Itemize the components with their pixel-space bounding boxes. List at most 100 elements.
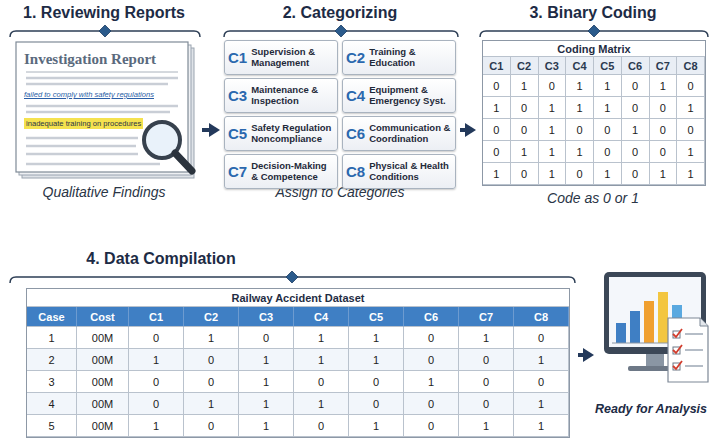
diamond-marker <box>588 25 600 37</box>
table-cell: 1 <box>294 393 349 415</box>
category-label: Safety Regulation Noncompliance <box>251 123 334 144</box>
table-cell: 1 <box>129 415 184 437</box>
checklist-paper <box>668 318 708 382</box>
table-cell: 1 <box>539 141 567 163</box>
table-cell: 0 <box>566 163 594 185</box>
table-cell: 0 <box>459 371 514 393</box>
table-cell: 0 <box>129 371 184 393</box>
display-caption: Ready for Analysis <box>588 402 714 416</box>
table-cell: 1 <box>539 97 567 119</box>
table-cell: 0 <box>129 327 184 349</box>
table-cell: C1 <box>483 57 511 75</box>
check-mark <box>673 361 682 369</box>
data-table: Coding MatrixC1C2C3C4C5C6C7C801011010101… <box>482 40 706 186</box>
chart-bar <box>616 323 626 343</box>
table-cell: 1 <box>566 75 594 97</box>
category-box: C7Decision-Making & Competence <box>224 154 338 189</box>
table-cell: 1 <box>239 393 294 415</box>
checklist-lines <box>685 334 703 366</box>
table-cell: 1 <box>294 349 349 371</box>
table-cell: 0 <box>514 371 569 393</box>
table-cell: 0 <box>650 97 678 119</box>
arrow-shaft <box>202 128 210 132</box>
table-cell: 0 <box>294 371 349 393</box>
table-cell: 0 <box>566 119 594 141</box>
process-panel: 2. CategorizingAssign to CategoriesC1Sup… <box>220 2 460 210</box>
table-cell: Case <box>27 307 77 327</box>
flow-arrow <box>202 123 220 137</box>
category-label: Supervision & Management <box>251 47 334 68</box>
finding-text: failed to comply with safety regulations <box>24 90 188 99</box>
category-label: Maintenance & Inspection <box>251 85 334 106</box>
category-label: Training & Education <box>369 47 452 68</box>
table-cell: C8 <box>514 307 569 327</box>
table-cell: 0 <box>511 97 539 119</box>
category-box: C4Equipment & Emergency Syst. <box>342 78 456 113</box>
table-cell: 0 <box>622 163 650 185</box>
table-cell: 0 <box>404 393 459 415</box>
table-cell: 1 <box>511 75 539 97</box>
table-cell: 1 <box>349 415 404 437</box>
category-label: Equipment & Emergency Syst. <box>369 85 452 106</box>
table-cell: 1 <box>594 163 622 185</box>
paper-fold <box>700 318 708 326</box>
text-line <box>26 105 178 108</box>
table-cell: C3 <box>239 307 294 327</box>
table-cell: 1 <box>514 415 569 437</box>
flow-arrow <box>460 123 476 137</box>
text-line <box>26 77 178 80</box>
data-table: Railway Accident DatasetCaseCostC1C2C3C4… <box>26 288 570 438</box>
table-cell: 1 <box>622 119 650 141</box>
report-document: Investigation Reportfailed to comply wit… <box>16 42 194 176</box>
category-box: C5Safety Regulation Noncompliance <box>224 116 338 151</box>
category-box: C6Communication & Coordination <box>342 116 456 151</box>
table-cell: 0 <box>184 371 239 393</box>
table-cell: 1 <box>239 349 294 371</box>
table-cell: 3 <box>27 371 77 393</box>
table-cell: 0 <box>622 141 650 163</box>
table-cell: C5 <box>594 57 622 75</box>
table-cell: 0 <box>677 75 705 97</box>
flow-arrow <box>578 348 594 362</box>
table-cell: 0 <box>349 371 404 393</box>
table-cell: 1 <box>239 371 294 393</box>
table-cell: C7 <box>650 57 678 75</box>
table-cell: 1 <box>349 327 404 349</box>
table-cell: 0 <box>483 119 511 141</box>
category-code: C4 <box>346 87 365 104</box>
section-bracket <box>10 31 708 283</box>
table-cell: C1 <box>129 307 184 327</box>
computer-illustration <box>604 272 708 382</box>
table-title: Railway Accident Dataset <box>27 289 569 307</box>
table-cell: 00M <box>77 393 129 415</box>
arrow-head <box>209 123 220 137</box>
panel-heading: 2. Categorizing <box>220 4 460 22</box>
table-cell: C2 <box>184 307 239 327</box>
table-cell: 4 <box>27 393 77 415</box>
monitor-stand <box>646 354 664 366</box>
table-cell: 1 <box>184 393 239 415</box>
category-code: C7 <box>228 163 247 180</box>
table-cell: 0 <box>483 75 511 97</box>
table-cell: 0 <box>184 415 239 437</box>
table-cell: C6 <box>404 307 459 327</box>
report-page <box>16 42 188 172</box>
table-cell: 0 <box>511 119 539 141</box>
chart-bar <box>630 311 640 343</box>
table-cell: 00M <box>77 371 129 393</box>
diamond-marker <box>286 271 298 283</box>
table-cell: 00M <box>77 327 129 349</box>
table-cell: 1 <box>677 163 705 185</box>
category-label: Physical & Health Conditions <box>369 161 452 182</box>
table-cell: 1 <box>566 97 594 119</box>
table-cell: 5 <box>27 415 77 437</box>
table-cell: 0 <box>404 349 459 371</box>
table-cell: 1 <box>483 97 511 119</box>
text-line <box>26 153 138 156</box>
text-line <box>26 137 138 140</box>
table-cell: 1 <box>514 393 569 415</box>
panel-caption: Qualitative Findings <box>6 184 202 200</box>
report-illustration <box>16 42 194 178</box>
